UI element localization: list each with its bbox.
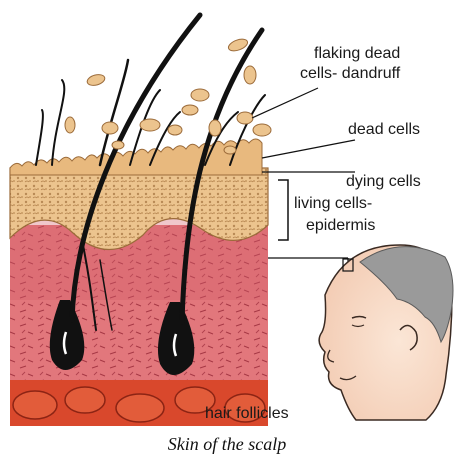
label-living-line1: living cells-	[294, 194, 372, 213]
label-hair-follicles: hair follicles	[205, 404, 289, 423]
living-cells-bracket	[278, 180, 288, 240]
label-flaking-line1: flaking dead	[314, 44, 400, 63]
man-head	[319, 245, 453, 420]
label-flaking-line2: cells- dandruff	[300, 64, 400, 83]
diagram-caption: Skin of the scalp	[0, 434, 454, 455]
label-living-line2: epidermis	[306, 216, 375, 235]
label-dying-cells: dying cells	[346, 172, 421, 191]
dermis-layer	[10, 214, 268, 395]
label-dead-cells: dead cells	[348, 120, 420, 139]
